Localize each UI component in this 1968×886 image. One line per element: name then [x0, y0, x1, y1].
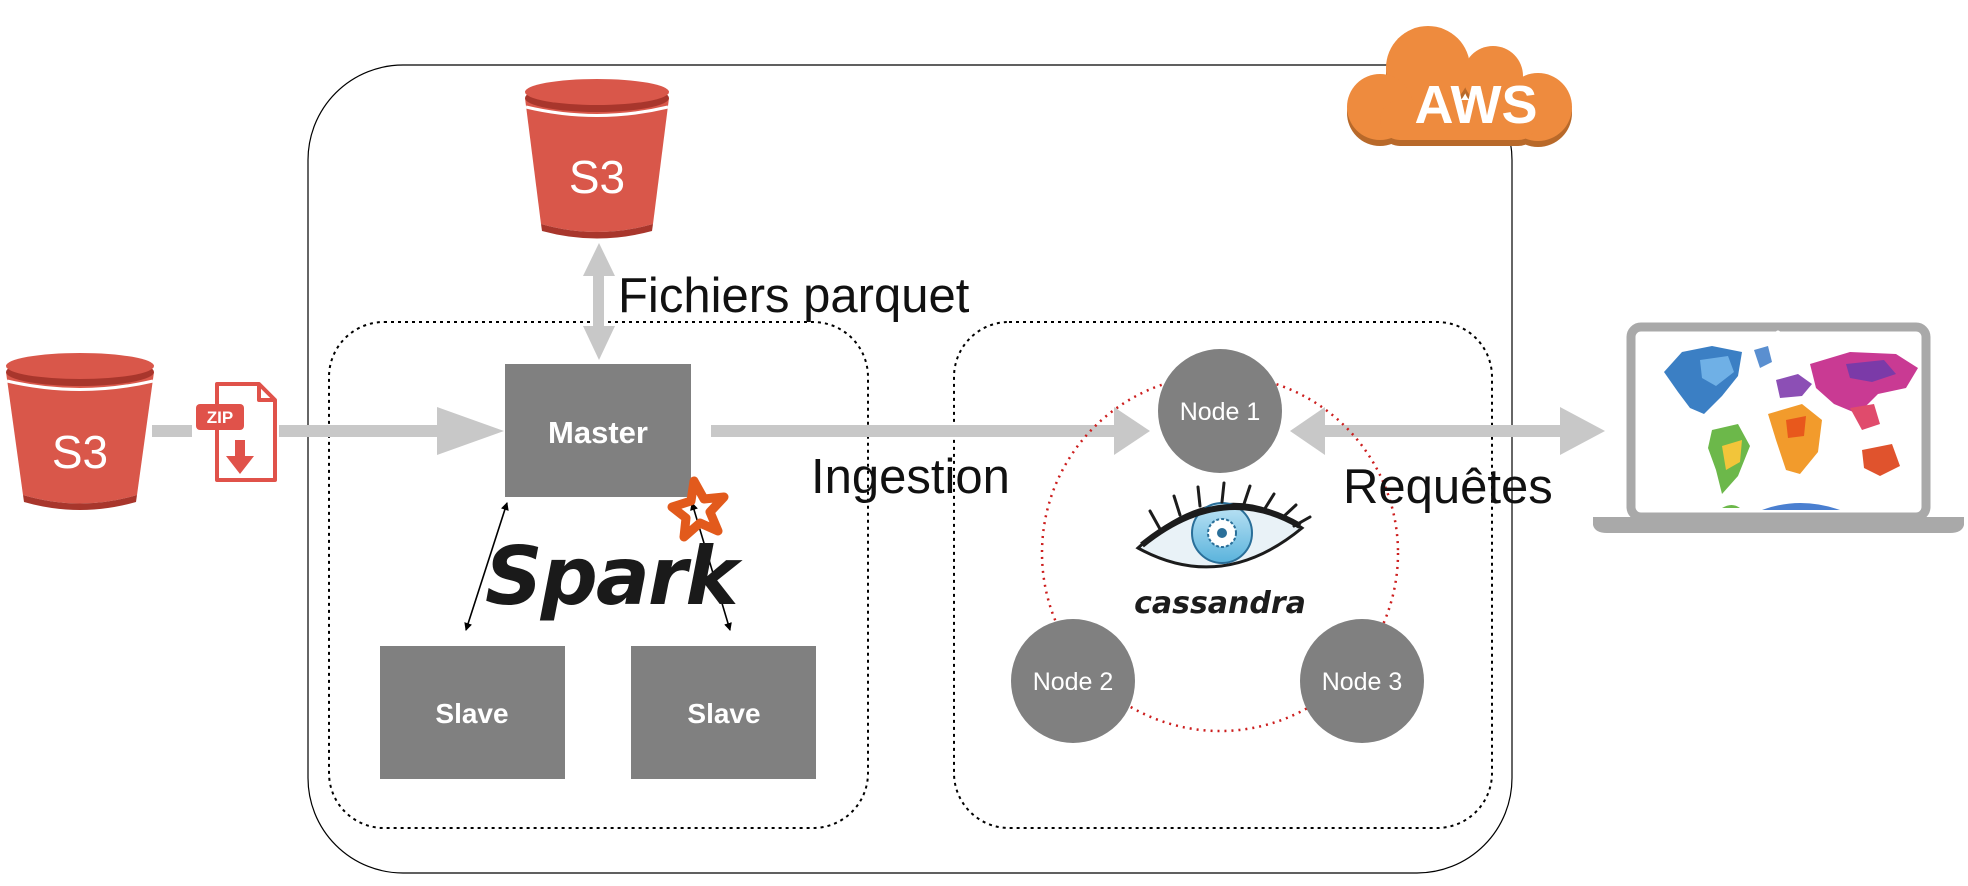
cassandra-node-1-label: Node 1 — [1180, 398, 1261, 426]
cassandra-logo: cassandra — [1134, 481, 1312, 621]
arrow-master-slave-left — [464, 502, 509, 631]
cassandra-node-1 — [1158, 349, 1282, 473]
world-map — [1664, 346, 1918, 510]
spark-cluster-boundary — [328, 321, 869, 829]
spark-master-label: Master — [548, 415, 648, 450]
arrow-master-to-cassandra — [711, 407, 1150, 455]
cassandra-logo-text: cassandra — [1134, 586, 1306, 621]
spark-logo: Spark — [485, 476, 745, 623]
arrow-requests-bidirectional — [1290, 407, 1605, 455]
aws-label: AWS — [1414, 75, 1537, 135]
spark-logo-text: Spark — [485, 530, 743, 623]
arrow-s3-to-zip — [152, 425, 192, 437]
zip-file-icon: ZIP — [196, 382, 277, 482]
s3-left-label: S3 — [52, 426, 108, 478]
arrow-zip-to-master — [279, 407, 504, 455]
spark-slave-label-left: Slave — [435, 698, 508, 729]
label-parquet-files: Fichiers parquet — [618, 269, 970, 323]
s3-bucket-icon: S3 — [525, 79, 669, 239]
cassandra-cluster-boundary — [953, 321, 1493, 829]
cassandra-node-2 — [1011, 619, 1135, 743]
spark-master-box — [505, 364, 691, 497]
label-ingestion: Ingestion — [811, 450, 1010, 504]
zip-label: ZIP — [207, 408, 233, 427]
label-requests: Requêtes — [1343, 460, 1553, 514]
spark-slave-box-left — [380, 646, 565, 779]
spark-slave-box-right — [631, 646, 816, 779]
aws-cloud-icon: AWS — [1347, 26, 1572, 147]
arrow-s3-master-bidirectional — [583, 243, 615, 360]
aws-cloud-boundary — [307, 64, 1513, 874]
s3-bucket-icon: S3 — [6, 353, 154, 510]
laptop-world-map-icon — [1593, 322, 1964, 533]
cassandra-node-2-label: Node 2 — [1033, 668, 1114, 696]
s3-top-label: S3 — [569, 151, 625, 203]
cassandra-node-3 — [1300, 619, 1424, 743]
cassandra-ring — [1040, 373, 1400, 733]
cassandra-node-3-label: Node 3 — [1322, 668, 1403, 696]
spark-slave-label-right: Slave — [687, 698, 760, 729]
